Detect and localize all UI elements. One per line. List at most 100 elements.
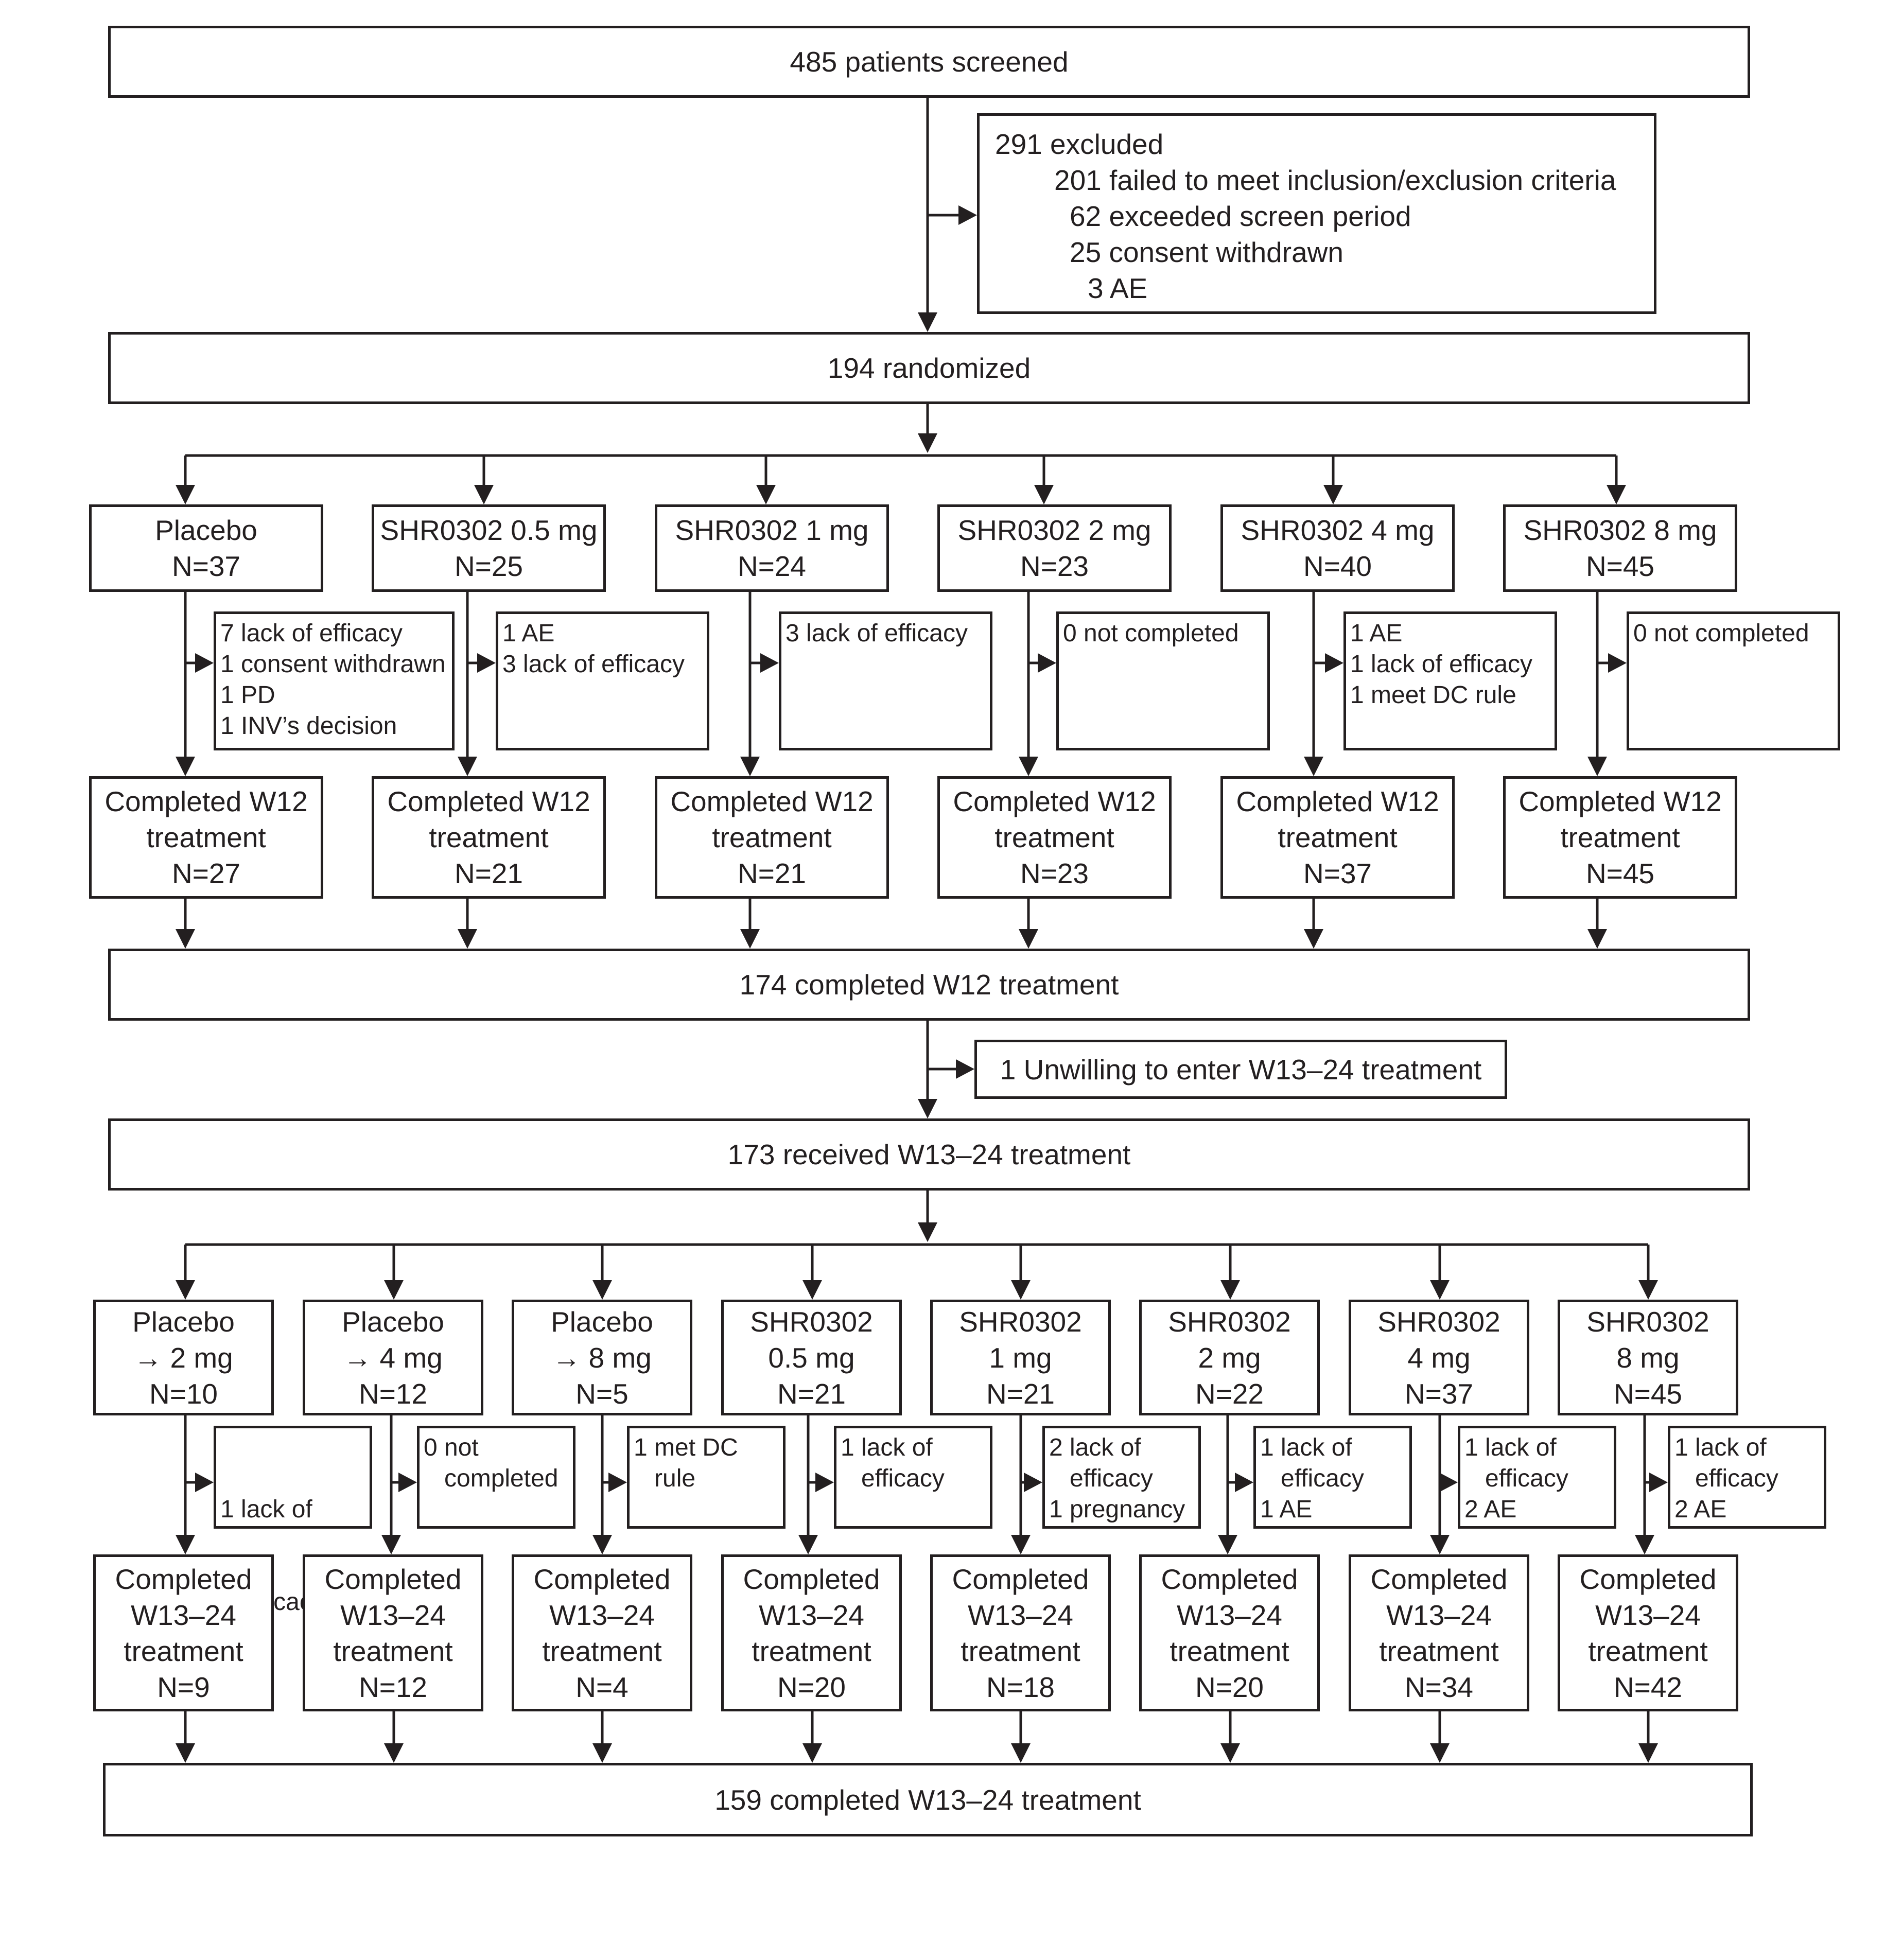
arrowhead-down: [384, 1280, 404, 1300]
reasons-shr0302-4mg: 1 AE 1 lack of efficacy 1 meet DC rule: [1343, 611, 1557, 750]
completed-line: treatment: [429, 821, 549, 853]
completed-line: Completed: [324, 1563, 462, 1595]
arm2-line: Placebo: [132, 1305, 235, 1338]
arrowhead-down: [1019, 757, 1038, 776]
reasons-placebo: 7 lack of efficacy 1 consent withdrawn 1…: [214, 611, 455, 750]
completed-w12-shr0302-1mg: Completed W12 treatment N=21: [655, 776, 889, 899]
excluded-consent: 25 consent withdrawn: [1070, 236, 1343, 268]
arrowhead-right: [958, 205, 977, 225]
arrowhead-right: [956, 1059, 974, 1079]
arrowhead-down: [458, 757, 477, 776]
arm-name: SHR0302 1 mg: [675, 514, 869, 546]
arm2-line: SHR0302: [1168, 1305, 1291, 1338]
reasons2-placebo-2mg: 1 lack of efficacy: [214, 1426, 372, 1616]
received-box: 173 received W13–24 treatment: [108, 1118, 1750, 1191]
completed-line: treatment: [712, 821, 832, 853]
arrowhead-down: [1607, 485, 1626, 504]
arrowhead-down: [176, 1535, 195, 1554]
reason-line: efficacy: [841, 1465, 945, 1492]
arm2-shr0302-1mg: SHR0302 1 mg N=21: [930, 1300, 1111, 1415]
arm2-line: → 4 mg: [343, 1341, 443, 1374]
completed-line: treatment: [124, 1635, 243, 1667]
arrowhead-down: [740, 757, 760, 776]
arrowhead-down: [474, 485, 494, 504]
reasons-shr0302-0.5mg: 1 AE 3 lack of efficacy: [496, 611, 709, 750]
completed-w12-shr0302-4mg: Completed W12 treatment N=37: [1220, 776, 1455, 899]
arrowhead-down: [381, 1535, 401, 1554]
arrowhead-down: [384, 1743, 404, 1763]
arrowhead-right: [1439, 1473, 1458, 1492]
completed-line: Completed W12: [387, 785, 590, 817]
arrowhead-right: [1325, 653, 1343, 673]
reasons2-shr0302-0.5mg: 1 lack of efficacy: [834, 1426, 992, 1529]
completed-line: N=12: [358, 1671, 427, 1703]
arm2-line: 2 mg: [1198, 1341, 1261, 1374]
reason-line: rule: [634, 1465, 696, 1492]
completed-line: treatment: [1278, 821, 1398, 853]
completed-line: Completed: [743, 1563, 880, 1595]
completed-line: N=37: [1303, 857, 1372, 889]
arm2-line: → 8 mg: [552, 1341, 652, 1374]
arrowhead-down: [756, 485, 776, 504]
arrowhead-down: [918, 312, 937, 332]
arrowhead-down: [1011, 1535, 1031, 1554]
arm2-line: 0.5 mg: [768, 1341, 855, 1374]
arm-n: N=25: [454, 550, 523, 582]
completed-line: W13–24: [549, 1599, 655, 1631]
completed-line: W13–24: [131, 1599, 236, 1631]
reason-line: 3 lack of efficacy: [502, 651, 685, 678]
reason-line: 1 meet DC rule: [1350, 681, 1516, 709]
arm2-line: Placebo: [342, 1305, 444, 1338]
screened-box: 485 patients screened: [108, 26, 1750, 98]
reason-line: 1 met DC: [634, 1434, 738, 1461]
reasons2-shr0302-1mg: 2 lack of efficacy 1 pregnancy: [1042, 1426, 1201, 1529]
arrowhead-down: [1220, 1743, 1240, 1763]
completed-line: Completed: [115, 1563, 252, 1595]
reason-line: efficacy: [1260, 1465, 1364, 1492]
arrowhead-right: [815, 1473, 834, 1492]
reasons2-shr0302-4mg: 1 lack of efficacy 2 AE: [1458, 1426, 1616, 1529]
completed2-placebo-4mg: Completed W13–24 treatment N=12: [303, 1554, 483, 1711]
completed-line: Completed: [1370, 1563, 1508, 1595]
arm2-line: N=5: [575, 1377, 629, 1410]
reason-line: efficacy: [1464, 1465, 1568, 1492]
completed-line: treatment: [1560, 821, 1680, 853]
arrowhead-down: [1019, 929, 1038, 949]
excluded-screen-period: 62 exceeded screen period: [1070, 200, 1411, 232]
arrowhead-down: [1635, 1535, 1654, 1554]
completed-line: treatment: [542, 1635, 662, 1667]
completed-line: W13–24: [1595, 1599, 1701, 1631]
unwilling-label: 1 Unwilling to enter W13–24 treatment: [1000, 1053, 1482, 1086]
arrowhead-right: [608, 1473, 627, 1492]
completed-line: N=18: [986, 1671, 1055, 1703]
completed-line: N=27: [171, 857, 240, 889]
unwilling-box: 1 Unwilling to enter W13–24 treatment: [974, 1040, 1507, 1099]
arrowhead-down: [1304, 929, 1323, 949]
completed-line: Completed: [1579, 1563, 1717, 1595]
completed-line: Completed W12: [1519, 785, 1722, 817]
reason-line: 2 AE: [1674, 1496, 1727, 1523]
reason-line: 1 lack of: [1464, 1434, 1557, 1461]
completed-line: W13–24: [968, 1599, 1073, 1631]
completed-line: W13–24: [1177, 1599, 1282, 1631]
arrowhead-right: [195, 1473, 214, 1492]
arm2-line: → 2 mg: [134, 1341, 233, 1374]
arrowhead-down: [176, 485, 195, 504]
arrowhead-right: [760, 653, 779, 673]
completed-line: N=42: [1613, 1671, 1682, 1703]
completed-w12-shr0302-2mg: Completed W12 treatment N=23: [937, 776, 1172, 899]
arrowhead-down: [802, 1280, 822, 1300]
reason-line: 1 lack of: [1260, 1434, 1352, 1461]
arrowhead-down: [1304, 757, 1323, 776]
completed-line: N=21: [737, 857, 806, 889]
reason-line: 0 not completed: [1063, 620, 1239, 647]
completed-line: N=20: [1195, 1671, 1264, 1703]
arm2-line: N=45: [1613, 1377, 1682, 1410]
arrowhead-down: [918, 1222, 937, 1242]
completed-w12-shr0302-0.5mg: Completed W12 treatment N=21: [372, 776, 606, 899]
reason-line: 1 INV’s decision: [220, 712, 397, 740]
reasons2-placebo-8mg: 1 met DC rule: [627, 1426, 786, 1529]
completed-line: N=9: [157, 1671, 210, 1703]
arrowhead-down: [1430, 1280, 1450, 1300]
reason-line: efficacy: [1049, 1465, 1153, 1492]
